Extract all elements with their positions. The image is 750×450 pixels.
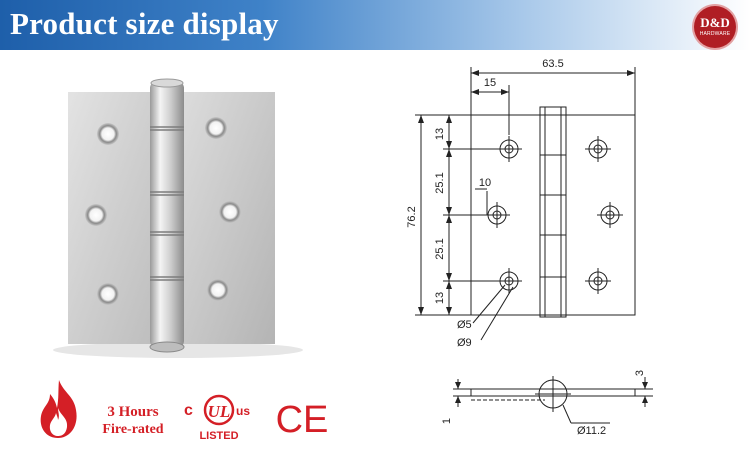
dim-hole-edge: 10	[479, 177, 491, 189]
ul-listed-text: LISTED	[199, 430, 238, 442]
side-view	[453, 376, 653, 424]
dim-hole-spacing-2: 25.1	[434, 238, 446, 259]
dim-bottom-margin: 13	[434, 292, 446, 304]
dimension-drawing: 63.5 15 76.2 13 25.1 25.1 13 10 Ø5 Ø9 3 …	[406, 58, 653, 435]
dim-height: 76.2	[406, 206, 418, 227]
dim-hole-inner-dia: Ø5	[457, 319, 472, 331]
ul-us-text: us	[236, 404, 250, 418]
ul-listed-mark: c UL us LISTED	[184, 394, 250, 442]
drawing-holes	[472, 136, 623, 341]
fire-icon	[40, 380, 77, 438]
ul-center-text: UL	[208, 402, 231, 421]
dim-hole-outer-dia: Ø9	[457, 337, 472, 349]
hinge-knuckle	[150, 82, 184, 347]
ce-mark: CE	[276, 399, 329, 437]
fire-rating-title: 3 Hours	[107, 404, 159, 420]
dim-overall-width: 63.5	[542, 58, 563, 70]
logo-sub-text: HARDWARE	[699, 31, 731, 37]
hinge-holes	[85, 117, 241, 305]
brand-logo: D&D HARDWARE	[694, 6, 736, 48]
hinge-photo	[38, 72, 353, 362]
header-banner: Product size display D&D HARDWARE	[0, 0, 750, 50]
page-title: Product size display	[10, 6, 279, 41]
dim-thickness: 3	[634, 370, 646, 376]
ul-c-text: c	[184, 402, 193, 419]
logo-main-text: D&D	[700, 15, 730, 30]
dim-hole-offset: 15	[484, 77, 496, 89]
dim-gap: 1	[441, 418, 453, 424]
fire-rating-label: 3 Hours Fire-rated	[88, 404, 178, 438]
ce-text: CE	[276, 399, 329, 437]
dim-knuckle-dia: Ø11.2	[577, 425, 606, 435]
dim-hole-spacing-1: 25.1	[434, 172, 446, 193]
dim-top-margin: 13	[434, 128, 446, 140]
fire-rating-subtitle: Fire-rated	[102, 422, 164, 437]
